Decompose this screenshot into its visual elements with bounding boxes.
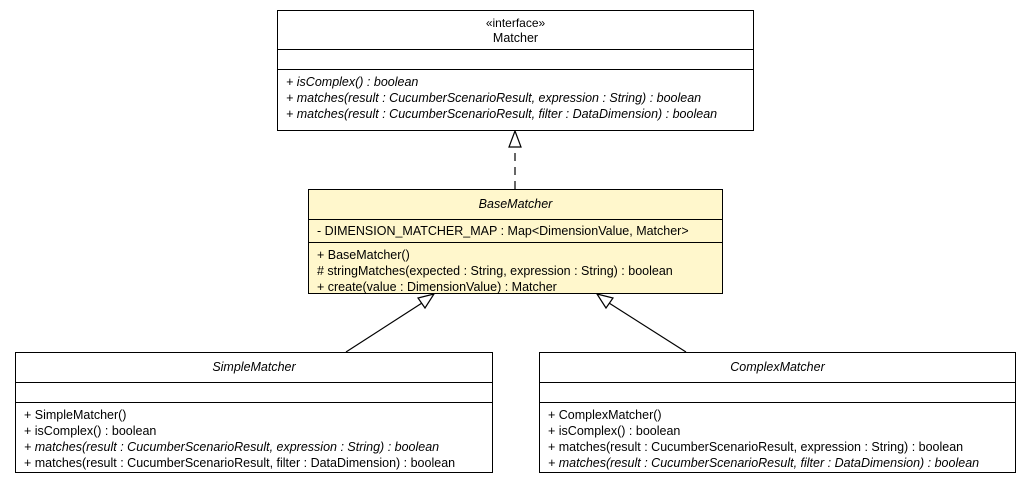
methods-compartment: + SimpleMatcher() + isComplex() : boolean… <box>16 402 492 475</box>
method-row: + matches(result : CucumberScenarioResul… <box>286 91 702 105</box>
methods-compartment: + BaseMatcher() # stringMatches(expected … <box>309 242 722 299</box>
fields-compartment <box>278 49 753 69</box>
method-row: + isComplex() : boolean <box>24 424 157 438</box>
class-header: SimpleMatcher <box>16 353 492 382</box>
stereotype-label: «interface» <box>485 16 546 30</box>
generalization-arrowhead-complex <box>595 293 614 310</box>
generalization-edge-complexmatcher-basematcher <box>608 302 687 353</box>
method-row: + ComplexMatcher() <box>548 408 662 422</box>
generalization-arrowhead-simple <box>417 293 436 310</box>
method-row: + matches(result : CucumberScenarioResul… <box>286 107 718 121</box>
method-row: + create(value : DimensionValue) : Match… <box>317 280 557 294</box>
generalization-edge-simplematcher-basematcher <box>345 302 423 353</box>
method-row: + matches(result : CucumberScenarioResul… <box>24 456 456 470</box>
method-row: + isComplex() : boolean <box>548 424 681 438</box>
class-name: ComplexMatcher <box>730 360 825 374</box>
class-box-basematcher[interactable]: BaseMatcher - DIMENSION_MATCHER_MAP : Ma… <box>308 189 723 294</box>
class-name: SimpleMatcher <box>212 360 296 374</box>
class-name: Matcher <box>492 31 539 45</box>
class-box-complexmatcher[interactable]: ComplexMatcher + ComplexMatcher() + isCom… <box>539 352 1016 473</box>
method-row: + isComplex() : boolean <box>286 75 419 89</box>
class-box-simplematcher[interactable]: SimpleMatcher + SimpleMatcher() + isCompl… <box>15 352 493 473</box>
field-row: - DIMENSION_MATCHER_MAP : Map<DimensionV… <box>317 224 689 238</box>
method-row: + matches(result : CucumberScenarioResul… <box>24 440 440 454</box>
fields-compartment: - DIMENSION_MATCHER_MAP : Map<DimensionV… <box>309 219 722 242</box>
method-row: + BaseMatcher() <box>317 248 410 262</box>
method-row: + SimpleMatcher() <box>24 408 127 422</box>
method-row: + matches(result : CucumberScenarioResul… <box>548 456 980 470</box>
class-name: BaseMatcher <box>478 197 553 211</box>
methods-compartment: + isComplex() : boolean + matches(result … <box>278 69 753 126</box>
fields-compartment <box>16 382 492 402</box>
class-header: «interface» Matcher <box>278 11 753 49</box>
fields-compartment <box>540 382 1015 402</box>
methods-compartment: + ComplexMatcher() + isComplex() : boolea… <box>540 402 1015 475</box>
method-row: # stringMatches(expected : String, expre… <box>317 264 673 278</box>
class-header: ComplexMatcher <box>540 353 1015 382</box>
class-box-matcher[interactable]: «interface» Matcher + isComplex() : bool… <box>277 10 754 131</box>
method-row: + matches(result : CucumberScenarioResul… <box>548 440 964 454</box>
class-header: BaseMatcher <box>309 190 722 219</box>
realization-arrowhead <box>508 129 522 148</box>
